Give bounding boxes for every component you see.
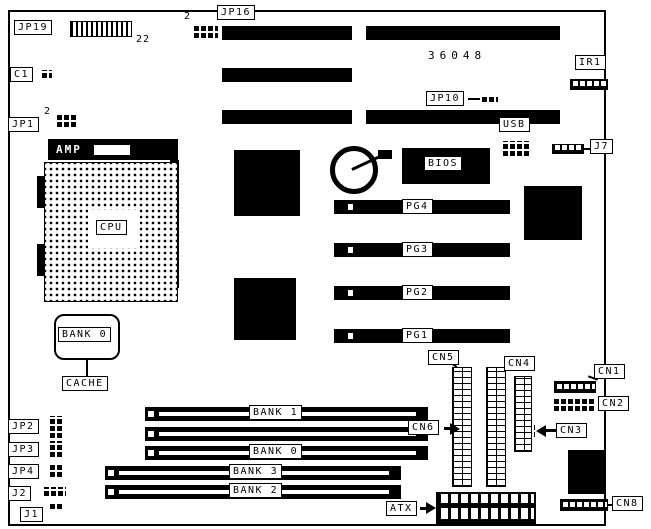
cn5-header (452, 367, 472, 487)
jumper-label-jp2: JP2 (8, 419, 39, 434)
pg3-label: PG3 (402, 242, 433, 257)
jumper-label-jp4: JP4 (8, 464, 39, 479)
ir1-header (570, 79, 608, 90)
jp10-leader-line (468, 98, 480, 100)
jp16-pin-number: 2 (184, 11, 192, 22)
connector-label-j2: J2 (8, 486, 32, 501)
atx-arrow (426, 502, 436, 514)
socket-tab (37, 176, 45, 208)
cn3-arrow (536, 425, 546, 437)
atx-power-connector (436, 492, 536, 526)
jp3-header (48, 441, 62, 459)
cache-bank-label: BANK 0 (58, 327, 112, 342)
jp10-header (480, 95, 498, 104)
bank1-label: BANK 1 (249, 405, 303, 420)
simm-slot (145, 427, 428, 441)
connector-label-cn2: CN2 (598, 396, 629, 411)
cn8-leader-line (608, 504, 612, 506)
c1-component (40, 70, 52, 80)
socket-tab (37, 244, 45, 276)
connector-label-cn8: CN8 (612, 496, 643, 511)
connector-label-cn3: CN3 (556, 423, 587, 438)
jumper-label-jp1: JP1 (8, 117, 39, 132)
connector-label-ir1: IR1 (575, 55, 606, 70)
cn6-arrow-stub (444, 427, 452, 430)
connector-label-j7: J7 (590, 139, 614, 154)
chipset-chip (234, 150, 300, 216)
connector-label-usb: USB (499, 117, 530, 132)
cn3-arrow-stub (546, 429, 556, 432)
cn1-connector (554, 381, 596, 393)
jumper-label-jp3: JP3 (8, 442, 39, 457)
connector-label-cn5: CN5 (428, 350, 459, 365)
bios-label: BIOS (424, 156, 463, 171)
connector-label-cn4: CN4 (504, 356, 535, 371)
component-label-c1: C1 (10, 67, 34, 82)
connector-label-j1: J1 (20, 507, 44, 522)
isa-slot-segment (222, 68, 352, 82)
jp4-header (48, 463, 62, 479)
pg4-label: PG4 (402, 199, 433, 214)
board-part-number: 36048 (428, 49, 487, 62)
amp-label: AMP (56, 143, 82, 156)
cn4-header (514, 376, 532, 452)
cn2-connector (552, 397, 596, 413)
j7-header (552, 144, 584, 154)
cn6-header (486, 367, 506, 487)
bank2-label: BANK 2 (229, 483, 283, 498)
connector-label-cn6: CN6 (408, 420, 439, 435)
j1-header (48, 502, 64, 511)
cpu-label: CPU (96, 220, 127, 235)
atx-arrow-stub (420, 507, 428, 510)
jp1-pin-number: 2 (44, 106, 52, 117)
jp19-pin-number: 22 (136, 34, 151, 45)
chipset-chip (234, 278, 296, 340)
j2-header (42, 487, 66, 498)
jp16-header (192, 24, 218, 40)
connector-label-cn1: CN1 (594, 364, 625, 379)
cn6-arrow (450, 423, 460, 435)
bank0-label: BANK 0 (249, 444, 303, 459)
cache-label: CACHE (62, 376, 108, 391)
jp2-header (48, 416, 62, 440)
pg1-label: PG1 (402, 328, 433, 343)
jp1-header (55, 113, 77, 129)
isa-slot-segment (366, 26, 560, 40)
pg2-label: PG2 (402, 285, 433, 300)
amp-window (94, 145, 130, 155)
cn8-connector (560, 499, 608, 511)
j7-leader-line (584, 148, 590, 150)
isa-slot-segment (366, 110, 560, 124)
isa-slot-segment (222, 110, 352, 124)
jumper-label-jp10: JP10 (426, 91, 465, 106)
bank3-label: BANK 3 (229, 464, 283, 479)
usb-header (501, 141, 531, 158)
io-chip (524, 186, 582, 240)
jp19-header (70, 21, 132, 37)
cache-leader-line (86, 360, 88, 376)
battery (330, 146, 378, 194)
jumper-label-jp16: JP16 (217, 5, 256, 20)
jumper-label-jp19: JP19 (14, 20, 53, 35)
atx-label: ATX (386, 501, 417, 516)
ps2-port-block (568, 450, 606, 494)
isa-slot-segment (222, 26, 352, 40)
